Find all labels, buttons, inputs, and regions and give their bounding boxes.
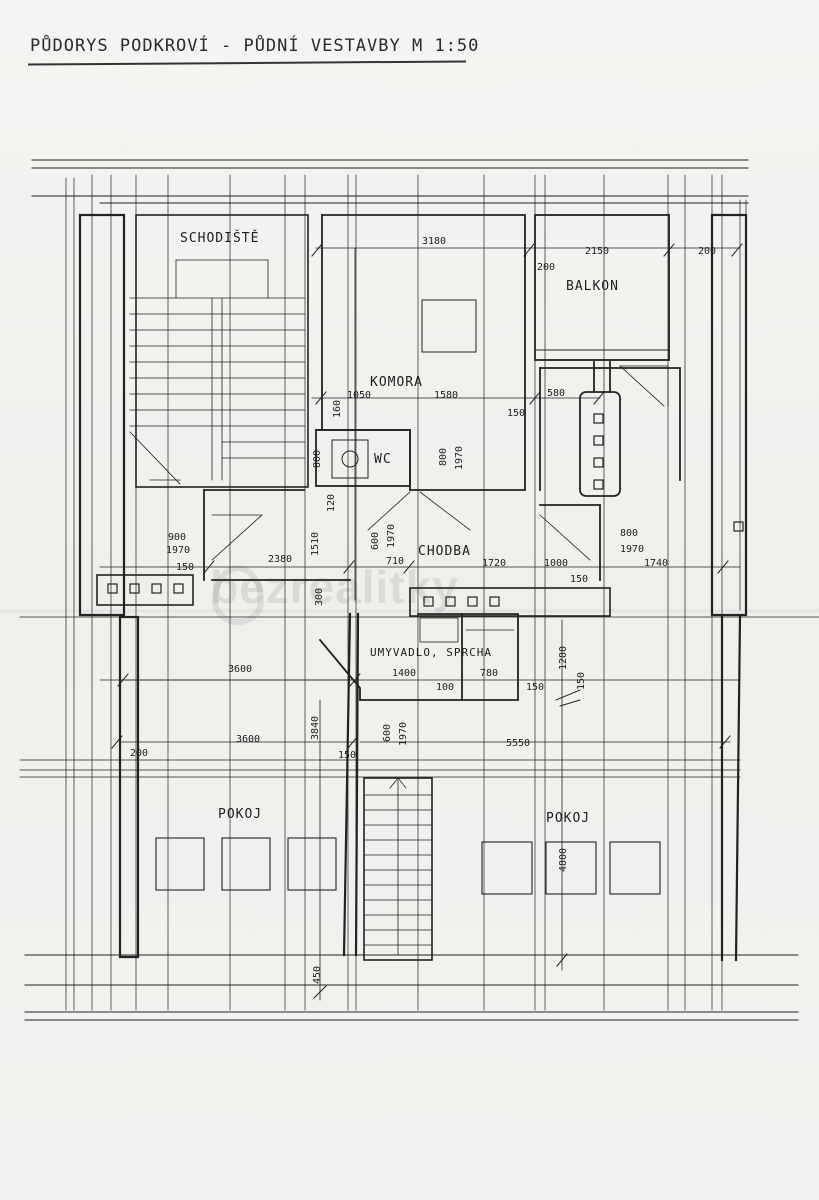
- dim-label: 100: [436, 682, 454, 693]
- dim-label: 1970: [386, 524, 397, 548]
- dim-label: 600: [370, 532, 381, 550]
- wc-walls: [315, 429, 411, 487]
- room-label-schodiste: SCHODIŠTĚ: [180, 230, 259, 246]
- top-beam-lines: [31, 159, 749, 204]
- dim-label: 150: [338, 750, 356, 761]
- dim-label: 580: [547, 388, 565, 399]
- outer-walls: [78, 213, 748, 962]
- dimension-slashes: [111, 243, 743, 999]
- dim-label: 1970: [620, 544, 644, 555]
- dim-label: 1280: [558, 646, 569, 670]
- room-label-pokoj-right: POKOJ: [546, 811, 590, 826]
- radiator-left: [96, 574, 194, 606]
- dim-label: 160: [332, 400, 343, 418]
- dim-label: 450: [312, 966, 323, 984]
- dim-label: 150: [570, 574, 588, 585]
- dim-label: 1970: [398, 722, 409, 746]
- dim-label: 2150: [585, 246, 609, 257]
- dim-label: 150: [576, 672, 587, 690]
- dim-label: 900: [168, 532, 186, 543]
- dim-label: 800: [312, 450, 323, 468]
- radiator-right: [409, 587, 611, 617]
- watermark-pin-icon: [212, 565, 264, 625]
- dim-label: 1970: [454, 446, 465, 470]
- dim-label: 3180: [422, 236, 446, 247]
- dim-label: 150: [507, 408, 525, 419]
- room-label-komora: KOMORA: [370, 375, 423, 390]
- dim-label: 1740: [644, 558, 668, 569]
- dim-label: 300: [314, 588, 325, 606]
- dim-label: 600: [382, 724, 393, 742]
- dim-label: 150: [176, 562, 194, 573]
- stair-steps-top: [129, 259, 306, 485]
- dim-label: 200: [537, 262, 555, 273]
- dim-label: 5550: [506, 738, 530, 749]
- dim-label: 2380: [268, 554, 292, 565]
- dim-label: 200: [698, 246, 716, 257]
- dim-label: 800: [620, 528, 638, 539]
- dim-label: 150: [526, 682, 544, 693]
- dim-label: 4800: [558, 848, 569, 872]
- room-label-pokoj-left: POKOJ: [218, 807, 262, 822]
- chodba-walls: [203, 489, 601, 581]
- bottom-beam-lines: [24, 954, 799, 1021]
- dim-label: 1970: [166, 545, 190, 556]
- balkon-walls: [534, 214, 670, 361]
- dim-label: 780: [480, 668, 498, 679]
- skylights-right: [481, 841, 661, 895]
- dim-label: 3600: [228, 664, 252, 675]
- staircase-top: [135, 214, 309, 488]
- room-label-chodba: CHODBA: [418, 544, 471, 559]
- komora-walls: [315, 214, 526, 491]
- dim-label: 1510: [310, 532, 321, 556]
- dim-label: 200: [130, 748, 148, 759]
- plan-title: PŮDORYS PODKROVÍ - PŮDNÍ VESTAVBY M 1:50: [30, 36, 480, 56]
- dim-label: 120: [326, 494, 337, 512]
- skylights-left: [155, 837, 337, 891]
- room-label-balkon: BALKON: [566, 279, 619, 294]
- dim-label: 710: [386, 556, 404, 567]
- dim-label: 1720: [482, 558, 506, 569]
- dim-label: 3840: [310, 716, 321, 740]
- dim-label: 3600: [236, 734, 260, 745]
- dim-label: 1000: [544, 558, 568, 569]
- dim-label: 1400: [392, 668, 416, 679]
- room-label-umyvadlo: UMYVADLO, SPRCHA: [370, 646, 492, 659]
- room-label-wc: WC: [374, 452, 392, 467]
- dim-label: 1050: [347, 390, 371, 401]
- dim-label: 1580: [434, 390, 458, 401]
- dim-label: 800: [438, 448, 449, 466]
- watermark: bezrealitky: [210, 561, 459, 613]
